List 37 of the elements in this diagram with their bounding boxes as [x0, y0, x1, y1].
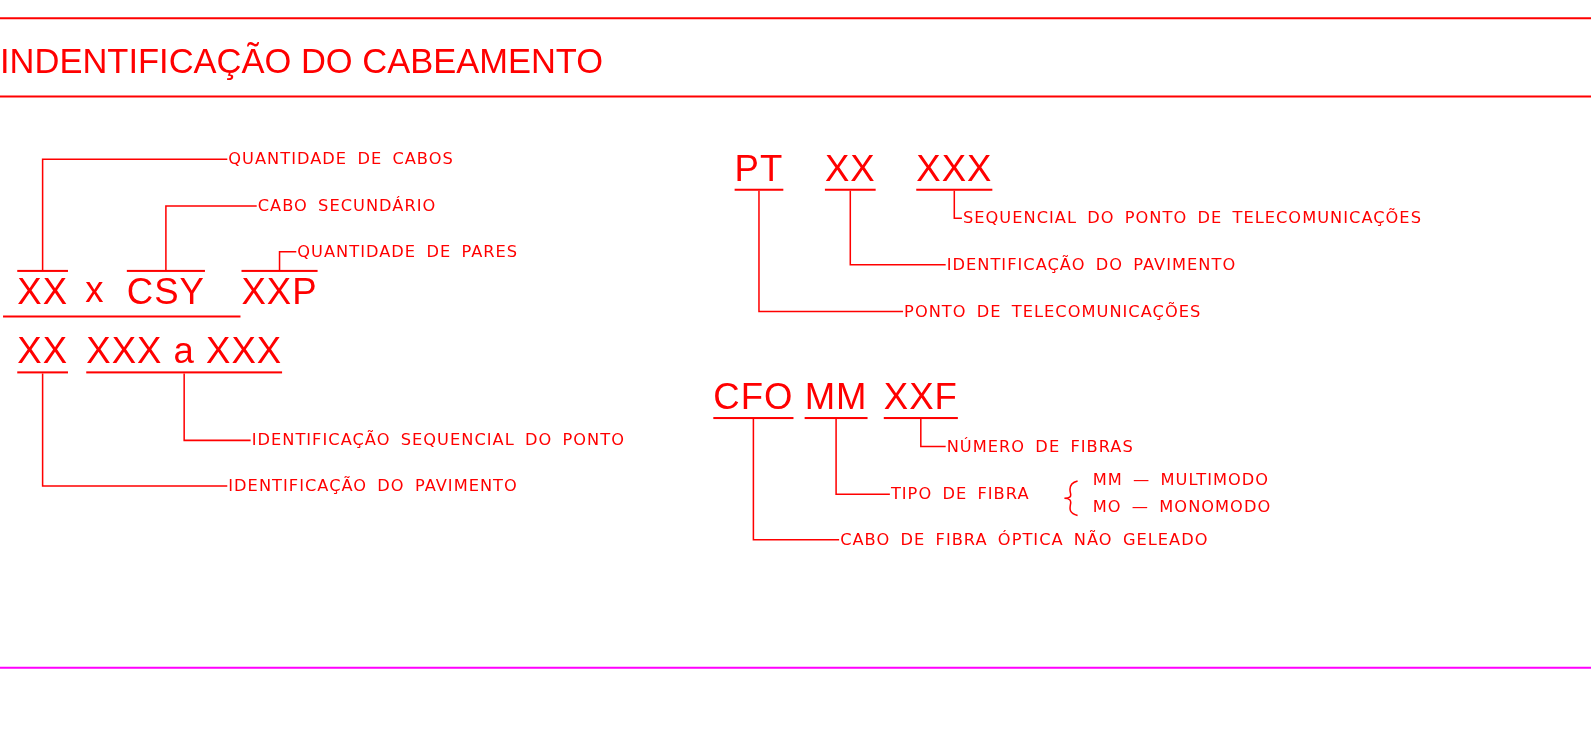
leader-line	[752, 418, 840, 541]
code-segment: XXP	[241, 269, 318, 313]
leader-line	[835, 418, 891, 495]
code-segment: PT	[734, 148, 784, 191]
code-letter: x	[85, 269, 105, 311]
description-label: IDENTIFICAÇÃO DO PAVIMENTO	[946, 254, 1237, 275]
description-label: SEQUENCIAL DO PONTO DE TELECOMUNICAÇÕES	[962, 208, 1422, 229]
code-segment: XXF	[883, 376, 958, 420]
leader-line	[278, 250, 298, 271]
code-segment: XXX a XXX	[86, 330, 283, 374]
description-label: CABO DE FIBRA ÓPTICA NÃO GELEADO	[840, 529, 1209, 550]
description-label: PONTO DE TELECOMUNICAÇÕES	[904, 301, 1202, 322]
leader-line	[165, 205, 258, 271]
leader-line	[849, 190, 947, 266]
description-label: QUANTIDADE DE CABOS	[228, 149, 454, 170]
code-segment: XX	[17, 269, 68, 313]
leader-line	[758, 190, 904, 313]
leader-line	[41, 372, 229, 487]
description-label: QUANTIDADE DE PARES	[297, 241, 519, 262]
description-label: IDENTIFICAÇÃO SEQUENCIAL DO PONTO	[251, 430, 625, 451]
option-label: MM — MULTIMODO	[1092, 469, 1270, 491]
leader-line	[41, 158, 229, 271]
code-segment: MM	[804, 376, 868, 420]
description-label: IDENTIFICAÇÃO DO PAVIMENTO	[228, 475, 518, 497]
description-label: CABO SECUNDÁRIO	[257, 195, 437, 217]
leader-line	[920, 418, 947, 448]
leader-line	[953, 190, 963, 219]
code-segment: CFO	[713, 376, 794, 420]
description-label: NÚMERO DE FIBRAS	[946, 436, 1134, 457]
code-segment: CSY	[126, 269, 205, 313]
leader-line	[183, 372, 252, 442]
code-segment: XX	[824, 148, 876, 191]
title: INDENTIFICAÇÃO DO CABEAMENTO	[0, 40, 604, 83]
code-segment: XXX	[916, 148, 993, 191]
code-segment: XX	[17, 330, 68, 374]
description-label: TIPO DE FIBRA	[890, 484, 1030, 505]
option-label: MO — MONOMODO	[1092, 497, 1272, 518]
